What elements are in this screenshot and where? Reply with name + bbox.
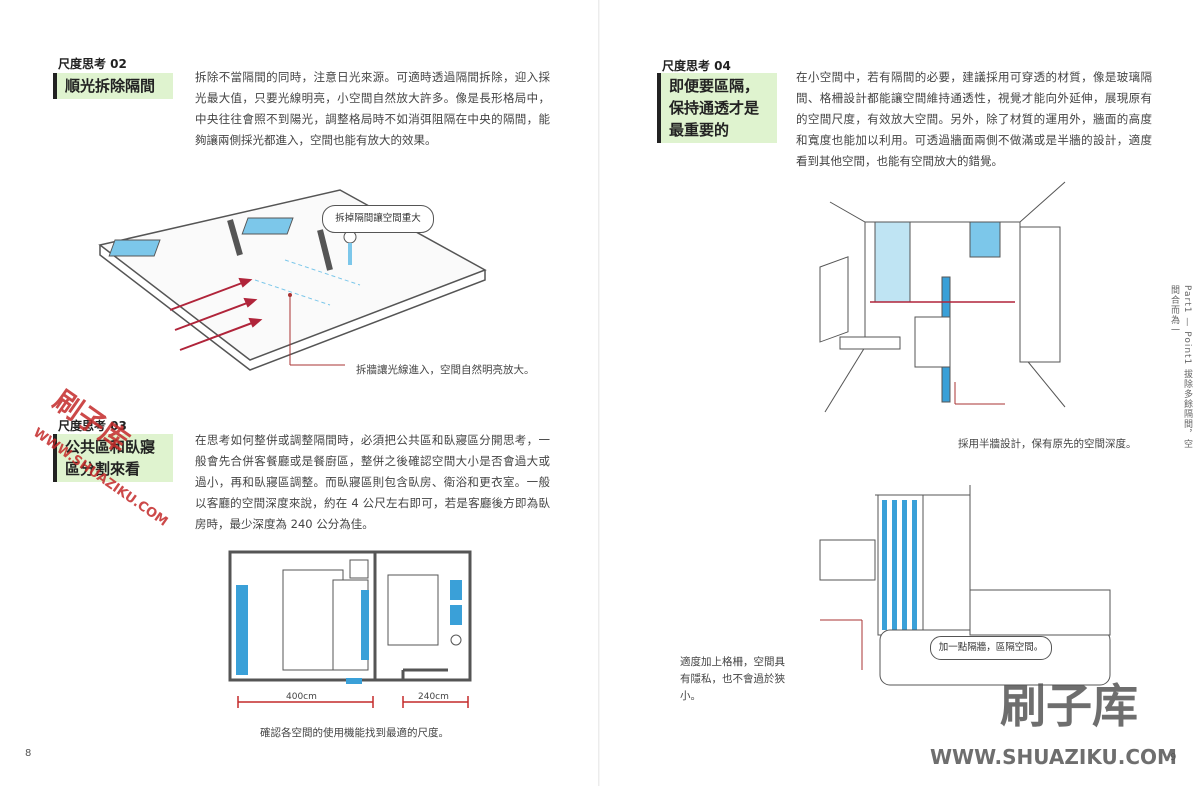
section04-body: 在小空間中，若有隔間的必要，建議採用可穿透的材質，像是玻璃隔間、格柵設計都能讓空…	[796, 70, 1152, 168]
page-number-right: 9	[1170, 752, 1177, 763]
watermark-brand-right: 刷子库	[1000, 679, 1138, 733]
section03-body: 在思考如何整併或調整隔間時，必須把公共區和臥寢區分開思考，一般會先合併客餐廳或是…	[195, 433, 550, 531]
section04-label: 尺度思考 04	[662, 59, 731, 73]
floorplan-illustration	[98, 189, 487, 371]
section04-bubble: 加一點隔牆，區隔空間。	[930, 636, 1052, 660]
section02-heading: 順光拆除隔間	[53, 73, 173, 99]
section02-bubble: 拆掉隔間讓空間重大	[322, 205, 434, 233]
section02-body: 拆除不當隔間的同時，注意日光來源。可適時透過隔間拆除，迎入採光最大值，只要光線明…	[195, 70, 550, 147]
right-page: 尺度思考 04 即便要區隔，保持通透才是最重要的 在小空間中，若有隔間的必要，建…	[600, 0, 1200, 786]
section04-heading: 即便要區隔，保持通透才是最重要的	[657, 73, 777, 143]
room-layout-plan	[228, 550, 472, 708]
page-number-left: 8	[25, 748, 32, 759]
section04-caption1: 採用半牆設計，保有原先的空間深度。	[958, 438, 1137, 450]
section04-caption2: 適度加上格柵，空間具有隱私，也不會過於狹小。	[680, 656, 785, 702]
section02-label: 尺度思考 02	[58, 57, 127, 71]
dim-400: 400cm	[286, 692, 317, 702]
halfwall-room-illustration	[819, 181, 1066, 413]
left-page: 尺度思考 02 順光拆除隔間 拆除不當隔間的同時，注意日光來源。可適時透過隔間拆…	[25, 57, 550, 759]
section03-heading: 公共區和臥寢區分割來看	[53, 434, 173, 482]
section03-label: 尺度思考 03	[58, 419, 127, 433]
watermark-url-right: WWW.SHUAZIKU.COM	[930, 745, 1177, 769]
section03-caption: 確認各空間的使用機能找到最適的尺度。	[260, 727, 449, 739]
side-tab: Part1 — Point1 拔除多餘隔間，空間合而為一	[1169, 285, 1192, 450]
dim-240: 240cm	[418, 692, 449, 702]
section02-caption: 拆牆讓光線進入，空間自然明亮放大。	[356, 364, 535, 376]
